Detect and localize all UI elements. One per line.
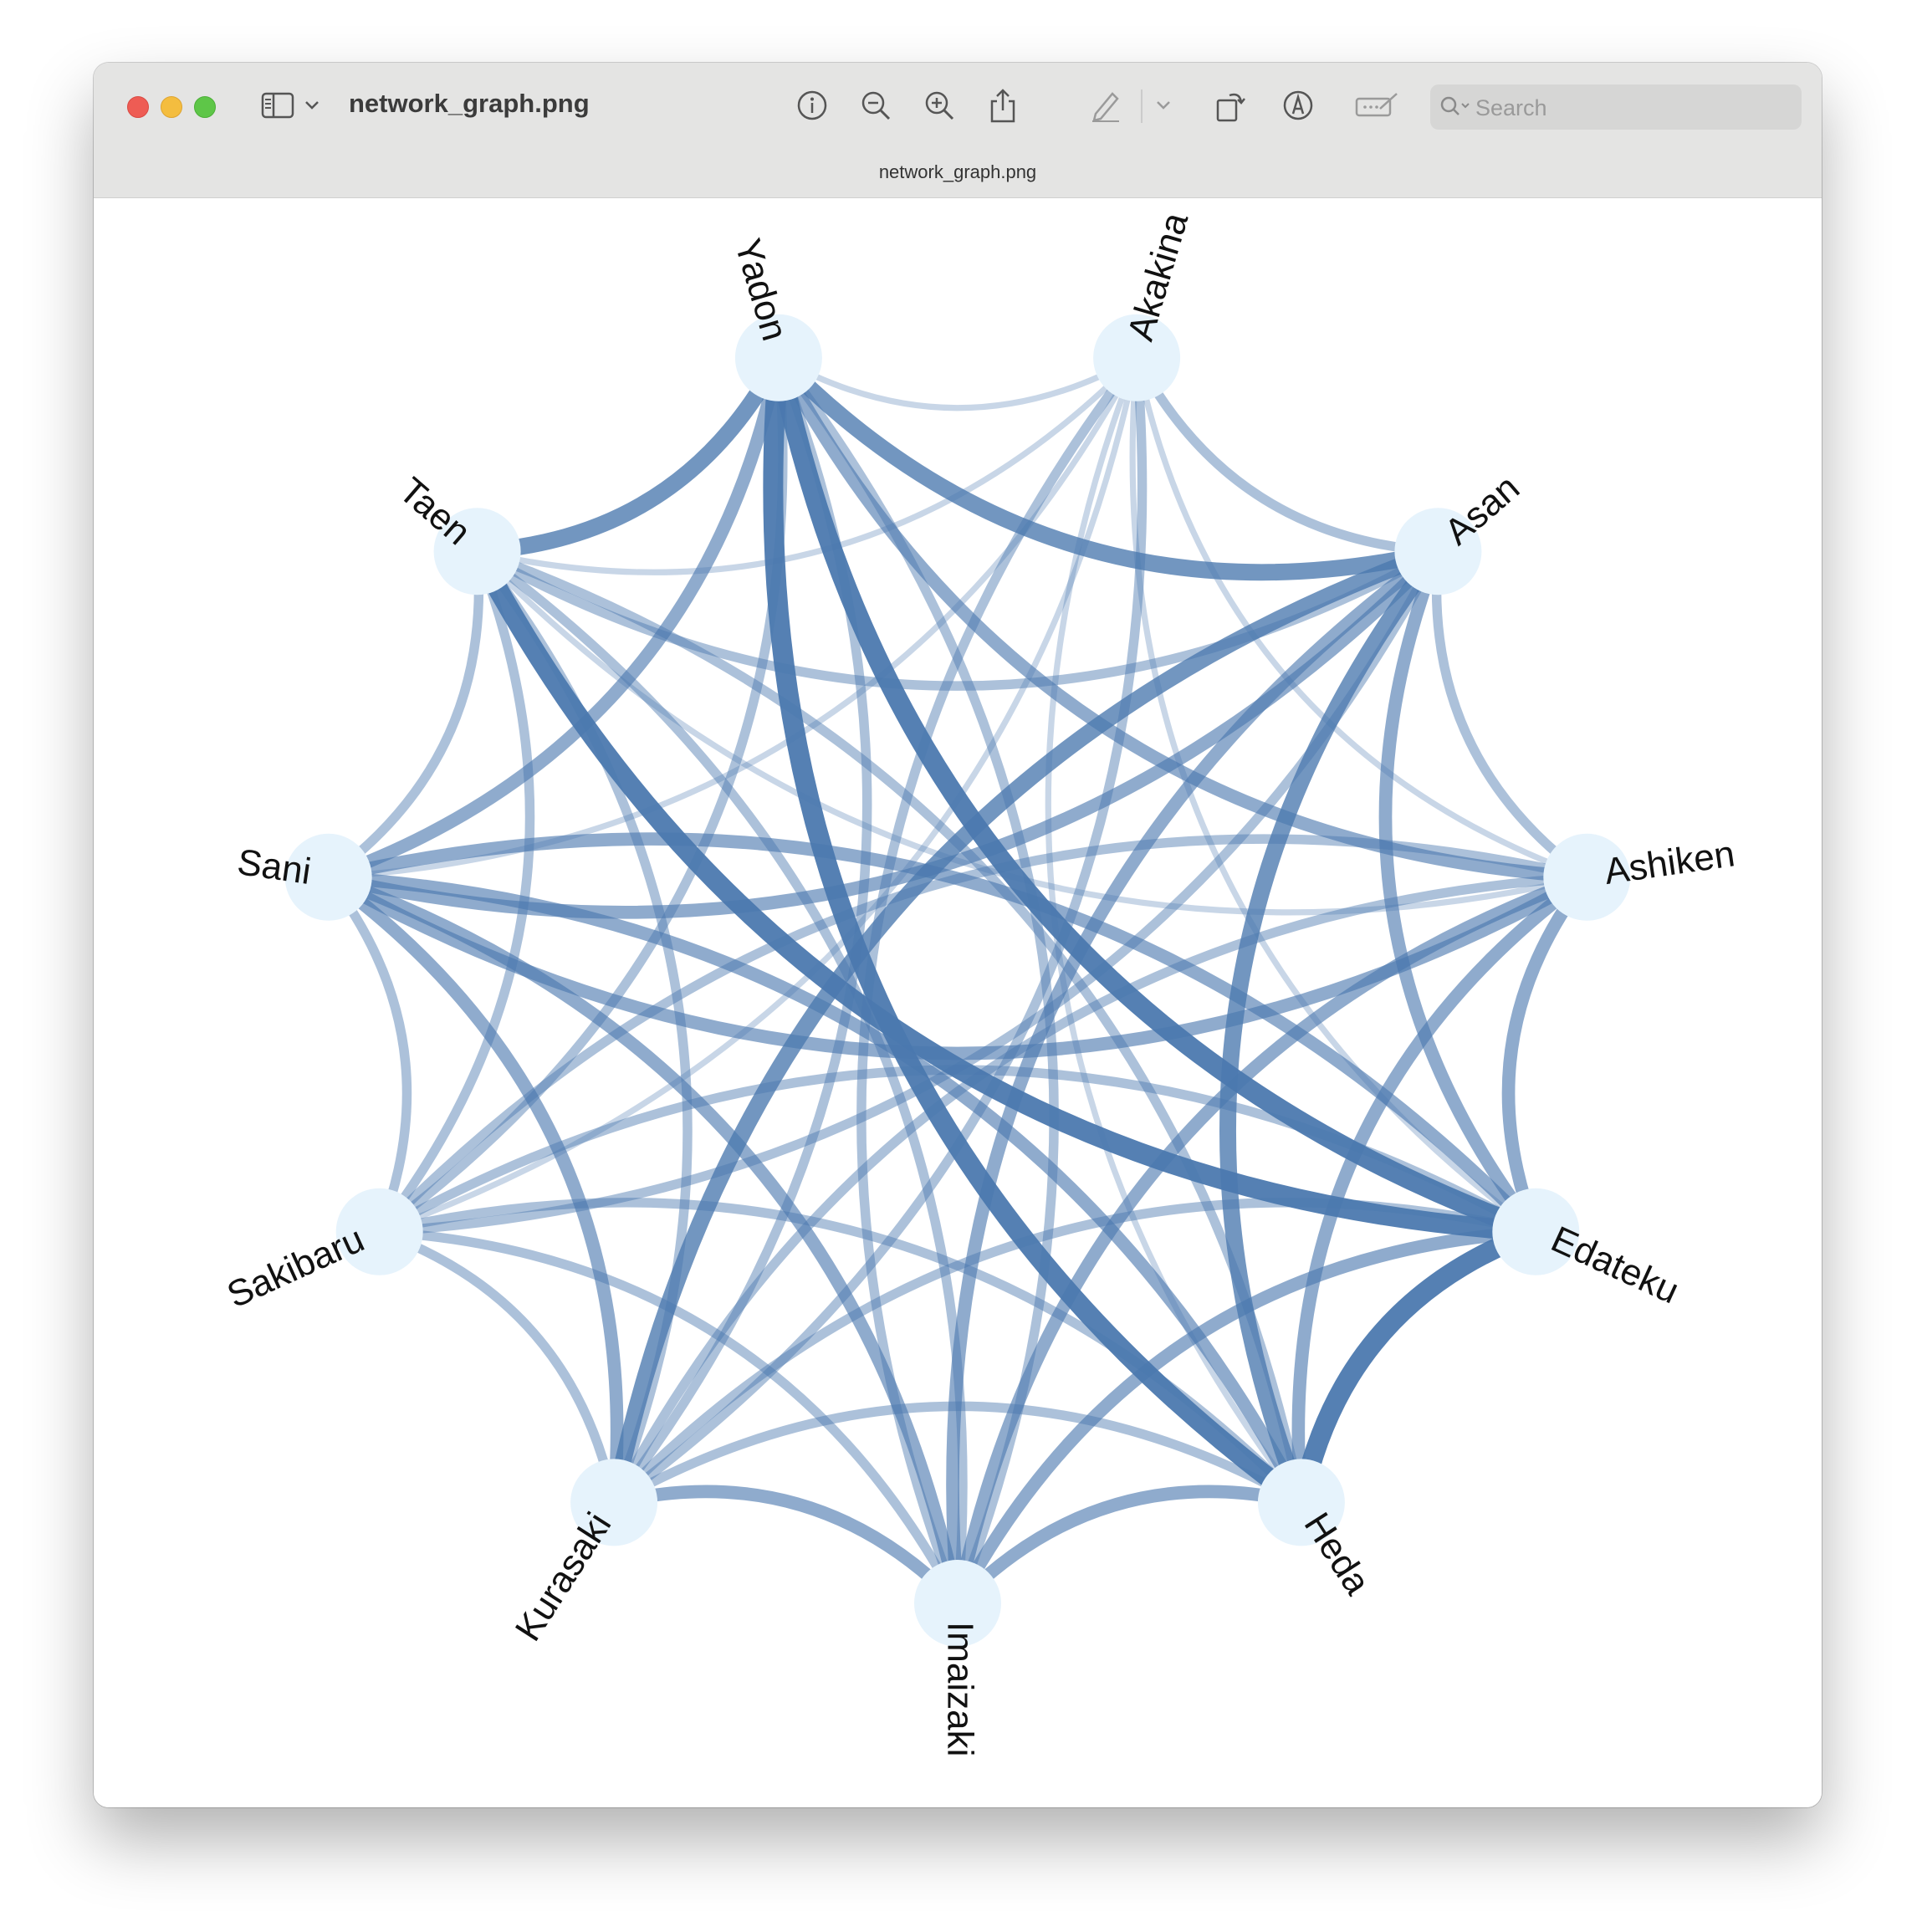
zoom-in-button[interactable]	[923, 84, 955, 126]
edge-ashiken-imaizaki	[951, 871, 1594, 1610]
edge-yadon-edateku	[768, 347, 1546, 1242]
sidebar-icon	[261, 92, 294, 119]
node-sani	[284, 833, 372, 921]
node-ashiken	[1543, 833, 1631, 921]
info-icon	[797, 90, 827, 120]
edge-edateku-sani	[321, 832, 1543, 1239]
edges-layer	[321, 347, 1594, 1610]
node-label-imaizaki: Imaizaki	[939, 1622, 980, 1756]
preview-window: network_graph.png	[94, 63, 1822, 1807]
node-label-sakibaru: Sakibaru	[221, 1219, 370, 1316]
edge-asan-edateku	[1378, 544, 1543, 1239]
edge-sani-taen	[324, 546, 484, 882]
edge-imaizaki-sakibaru	[375, 1227, 963, 1608]
edge-kurasaki-sakibaru	[375, 1227, 619, 1508]
edge-heda-imaizaki	[951, 1485, 1308, 1610]
sidebar-menu-chevron[interactable]	[304, 84, 320, 126]
node-imaizaki	[914, 1560, 1001, 1647]
markup-button[interactable]	[1089, 84, 1122, 126]
node-akakina	[1093, 314, 1181, 401]
annotate-icon	[1283, 90, 1313, 120]
node-label-kurasaki: Kurasaki	[508, 1505, 620, 1648]
edge-ashiken-edateku	[1501, 871, 1594, 1239]
edge-akakina-asan	[1132, 353, 1444, 556]
node-sakibaru	[335, 1188, 423, 1275]
share-button[interactable]	[989, 84, 1017, 126]
node-heda	[1257, 1459, 1345, 1546]
edge-yadon-ashiken	[772, 351, 1594, 884]
minimize-button[interactable]	[161, 96, 182, 118]
toolbar-separator	[1141, 89, 1143, 123]
share-icon	[990, 89, 1015, 123]
markup-menu-chevron[interactable]	[1156, 84, 1171, 126]
search-input[interactable]	[1474, 91, 1795, 125]
edge-sakibaru-sani	[324, 872, 412, 1237]
sidebar-toggle-button[interactable]	[261, 84, 294, 126]
form-fill-icon	[1355, 93, 1398, 117]
node-label-heda: Heda	[1296, 1505, 1378, 1602]
chevron-down-icon	[1157, 101, 1170, 110]
edge-yadon-heda	[763, 347, 1311, 1513]
node-kurasaki	[570, 1459, 658, 1546]
zoom-button[interactable]	[194, 96, 216, 118]
edge-edateku-heda	[1291, 1221, 1546, 1513]
edge-yadon-asan	[770, 349, 1447, 581]
edge-yadon-taen	[468, 349, 787, 560]
edge-akakina-sani	[325, 355, 1140, 881]
edge-asan-ashiken	[1431, 546, 1592, 882]
edge-akakina-edateku	[1129, 355, 1539, 1235]
info-button[interactable]	[796, 84, 828, 126]
chevron-down-icon	[305, 101, 319, 110]
edge-asan-heda	[1219, 543, 1447, 1511]
node-asan	[1394, 508, 1482, 595]
form-fill-button[interactable]	[1355, 84, 1400, 126]
node-label-akakina: Akakina	[1120, 207, 1196, 345]
edge-kurasaki-sani	[321, 871, 624, 1510]
node-label-ashiken: Ashiken	[1602, 833, 1737, 892]
edge-yadon-sani	[321, 351, 785, 884]
rotate-icon	[1216, 93, 1245, 122]
document-title: network_graph.png	[349, 89, 590, 118]
node-edateku	[1492, 1188, 1580, 1275]
zoom-out-button[interactable]	[860, 84, 892, 126]
zoom-in-icon	[925, 91, 954, 120]
annotate-button[interactable]	[1281, 84, 1315, 126]
rotate-button[interactable]	[1214, 84, 1248, 126]
close-button[interactable]	[127, 96, 149, 118]
edge-edateku-taen	[467, 541, 1546, 1242]
node-yadon	[734, 314, 822, 401]
edge-asan-kurasaki	[606, 543, 1447, 1511]
zoom-out-icon	[861, 91, 891, 120]
edge-imaizaki-sani	[321, 871, 964, 1610]
search-field[interactable]	[1430, 84, 1802, 130]
search-icon	[1440, 96, 1470, 115]
edge-yadon-akakina	[775, 355, 1140, 411]
markup-pen-icon	[1092, 92, 1119, 122]
title-bar: network_graph.png	[94, 63, 1822, 198]
edge-imaizaki-kurasaki	[607, 1485, 964, 1610]
node-label-yadon: Yadon	[727, 234, 795, 345]
node-taen	[433, 508, 521, 595]
window-subtitle: network_graph.png	[878, 161, 1037, 182]
node-label-edateku: Edateku	[1545, 1219, 1684, 1312]
